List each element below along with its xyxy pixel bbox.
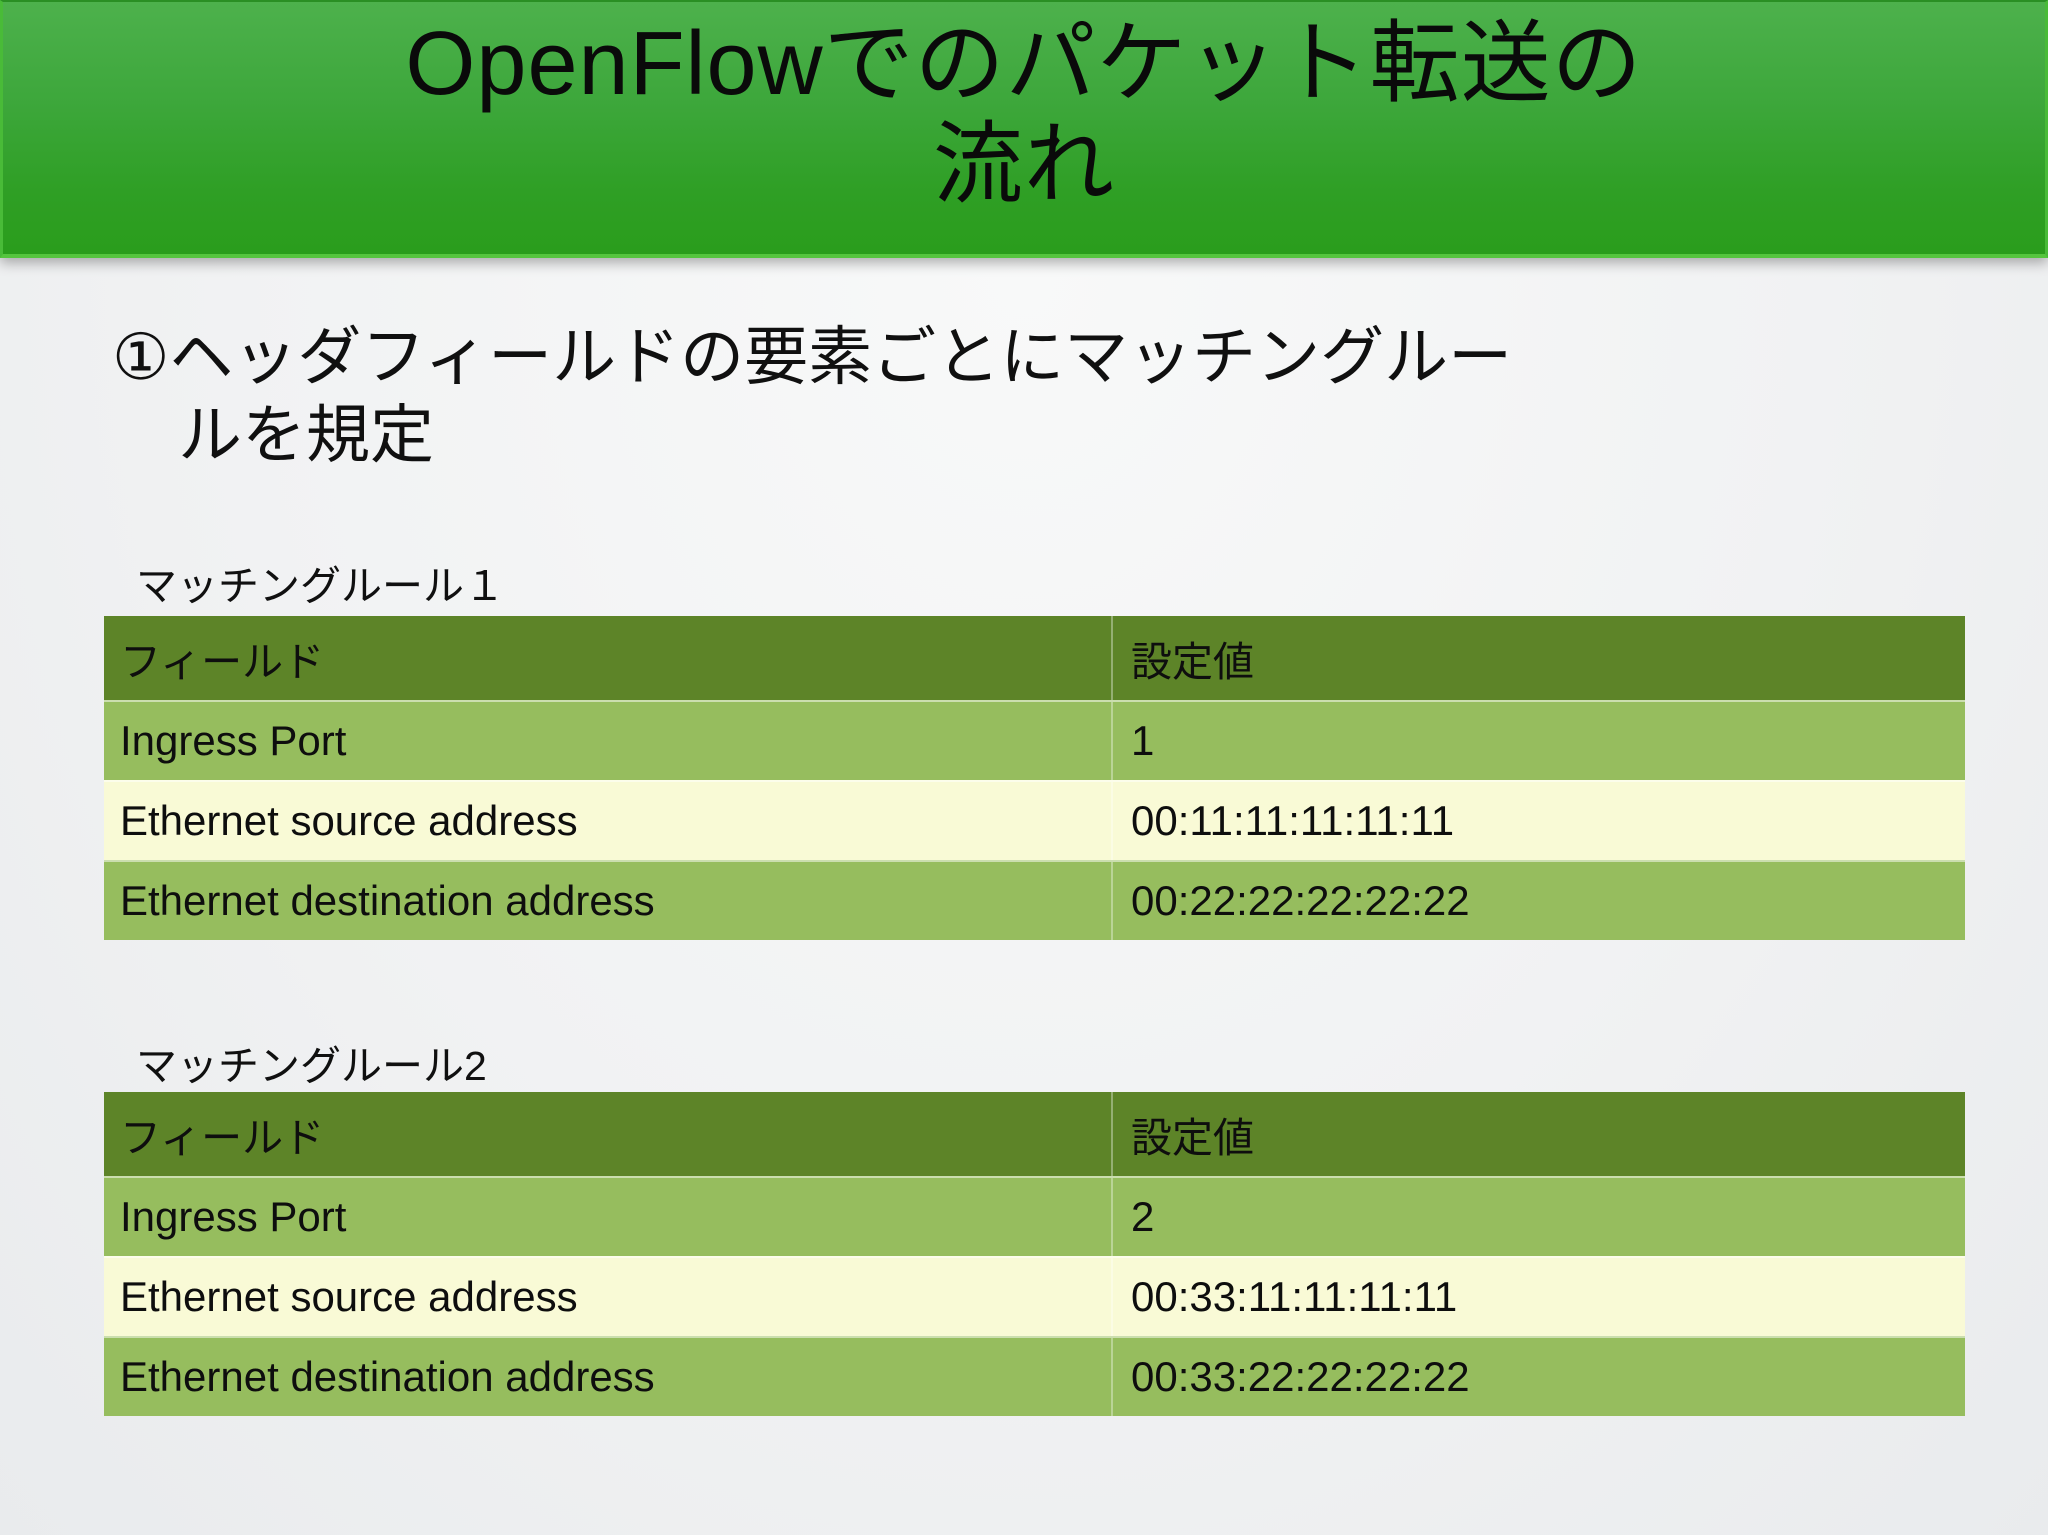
matching-rule-1-table: フィールド 設定値 Ingress Port 1 Ethernet source…: [104, 616, 1965, 940]
value-cell: 00:22:22:22:22:22: [1111, 862, 1965, 940]
value-cell: 00:33:11:11:11:11: [1111, 1258, 1965, 1336]
table-row: Ethernet destination address 00:22:22:22…: [104, 860, 1965, 940]
table-row: Ethernet source address 00:33:11:11:11:1…: [104, 1256, 1965, 1336]
table-row: Ingress Port 1: [104, 700, 1965, 780]
table-row: Ethernet destination address 00:33:22:22…: [104, 1336, 1965, 1416]
column-header-field: フィールド: [120, 1115, 325, 1161]
slide-heading: ①ヘッダフィールドの要素ごとにマッチングルー ルを規定: [112, 318, 1612, 474]
field-cell: Ethernet destination address: [120, 877, 655, 924]
field-cell: Ethernet source address: [120, 797, 578, 844]
heading-line-1: ①ヘッダフィールドの要素ごとにマッチングルー: [112, 321, 1513, 393]
table-header-row: フィールド 設定値: [104, 616, 1965, 700]
value-cell: 00:11:11:11:11:11: [1111, 782, 1965, 860]
field-cell: Ethernet destination address: [120, 1353, 655, 1400]
title-line-1: OpenFlowでのパケット転送の: [405, 14, 1643, 114]
value-cell: 1: [1111, 702, 1965, 780]
title-banner: OpenFlowでのパケット転送の 流れ: [0, 0, 2048, 258]
matching-rule-2-table: フィールド 設定値 Ingress Port 2 Ethernet source…: [104, 1092, 1965, 1416]
matching-rule-1-label: マッチングルール１: [136, 563, 505, 609]
field-cell: Ingress Port: [120, 717, 347, 764]
table-row: Ethernet source address 00:11:11:11:11:1…: [104, 780, 1965, 860]
slide-title: OpenFlowでのパケット転送の 流れ: [3, 2, 2045, 216]
field-cell: Ethernet source address: [120, 1273, 578, 1320]
table-row: Ingress Port 2: [104, 1176, 1965, 1256]
value-cell: 2: [1111, 1178, 1965, 1256]
matching-rule-2-label: マッチングルール2: [136, 1043, 487, 1089]
value-cell: 00:33:22:22:22:22: [1111, 1338, 1965, 1416]
column-header-value: 設定値: [1111, 1092, 1965, 1176]
title-line-2: 流れ: [933, 114, 1115, 215]
column-header-value: 設定値: [1111, 616, 1965, 700]
heading-line-2: ルを規定: [178, 399, 434, 472]
field-cell: Ingress Port: [120, 1193, 347, 1240]
table-header-row: フィールド 設定値: [104, 1092, 1965, 1176]
column-header-field: フィールド: [120, 639, 325, 685]
